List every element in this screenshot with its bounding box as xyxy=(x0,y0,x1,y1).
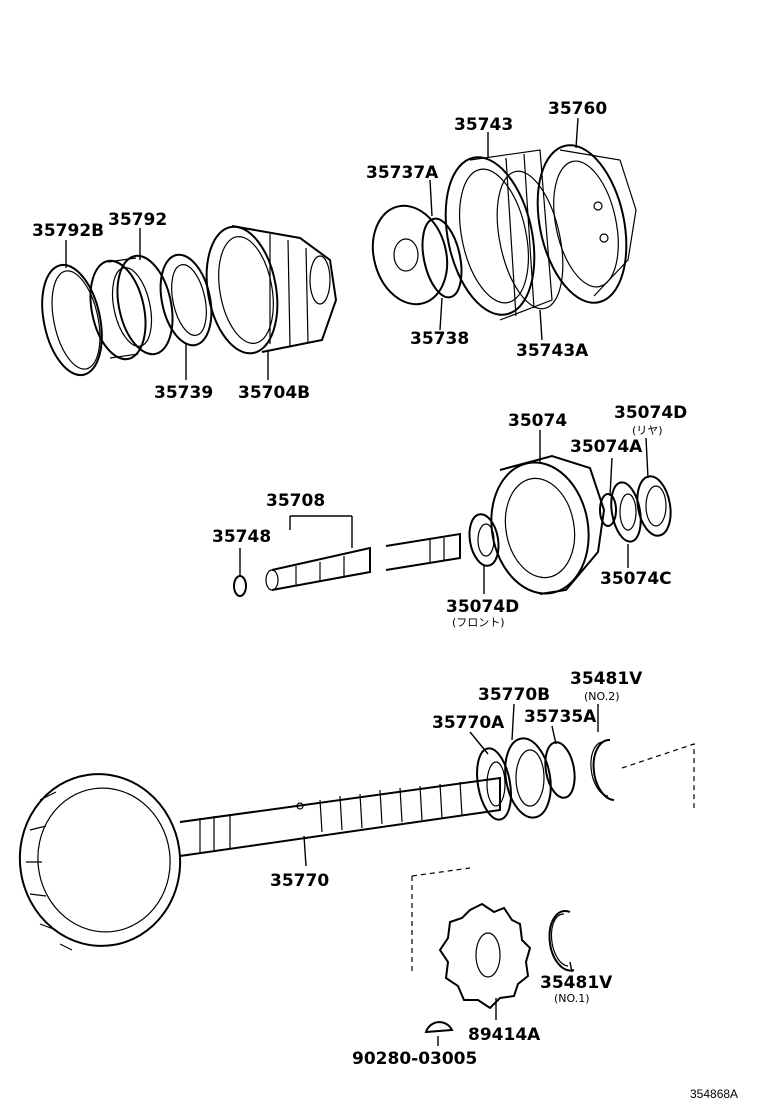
part-35074-drum xyxy=(490,454,606,595)
label-35481V-no2: 35481V xyxy=(570,669,643,689)
note-front: (フロント) xyxy=(452,616,505,629)
note-no2: (NO.2) xyxy=(584,690,620,703)
label-35704B: 35704B xyxy=(238,383,310,403)
part-90280-03005-key xyxy=(424,1021,454,1034)
part-35739-race xyxy=(159,253,213,347)
part-35792-bearing xyxy=(89,254,174,361)
label-35792: 35792 xyxy=(108,210,167,230)
illustration-reference-code: 354868A xyxy=(690,1087,738,1101)
part-35074D-rear-bearing xyxy=(636,475,672,537)
label-35739: 35739 xyxy=(154,383,213,403)
part-35770A-bearing xyxy=(476,747,512,821)
label-35074C: 35074C xyxy=(600,569,672,589)
label-35074D-front: 35074D xyxy=(446,597,519,617)
dashed-guide-lines xyxy=(411,743,695,972)
part-35770B-race xyxy=(504,737,552,819)
label-35737A: 35737A xyxy=(366,163,439,183)
part-35704B-gear-assembly xyxy=(205,225,338,355)
part-35481V-no2-snap-ring xyxy=(590,738,615,801)
label-35074A: 35074A xyxy=(570,437,643,457)
part-35770-shaft-drum xyxy=(18,773,501,951)
leader-lines xyxy=(65,117,649,1046)
part-35481V-no1-snap-ring xyxy=(548,909,575,972)
note-rear: (リヤ) xyxy=(632,424,663,437)
label-35770B: 35770B xyxy=(478,685,550,705)
label-35708: 35708 xyxy=(266,491,325,511)
part-35748-clip xyxy=(233,575,247,597)
part-35708-shaft xyxy=(265,532,461,591)
label-35738: 35738 xyxy=(410,329,469,349)
part-35738-bearing xyxy=(421,217,463,299)
part-35074D-front-bearing xyxy=(468,513,500,567)
label-35735A: 35735A xyxy=(524,707,597,727)
label-89414A: 89414A xyxy=(468,1025,541,1045)
part-35792B-ring xyxy=(41,263,103,377)
label-35760: 35760 xyxy=(548,99,607,119)
label-35743A: 35743A xyxy=(516,341,589,361)
part-35760-clutch-hub xyxy=(536,144,637,304)
label-35748: 35748 xyxy=(212,527,271,547)
part-35743A-ring xyxy=(496,170,564,310)
label-35481V-no1: 35481V xyxy=(540,973,613,993)
part-35074A-washer xyxy=(599,493,617,527)
label-35074D-rear: 35074D xyxy=(614,403,687,423)
part-35735A-washer xyxy=(544,741,576,799)
part-35737A-washer xyxy=(371,204,449,306)
label-90280-03005: 90280-03005 xyxy=(352,1049,477,1069)
label-35770A: 35770A xyxy=(432,713,505,733)
label-35792B: 35792B xyxy=(32,221,104,241)
label-35770: 35770 xyxy=(270,871,329,891)
label-35743: 35743 xyxy=(454,115,513,135)
part-35074C-race xyxy=(610,481,642,543)
part-35743-planetary xyxy=(444,149,553,321)
part-89414A-gear xyxy=(438,902,532,1010)
note-no1: (NO.1) xyxy=(554,992,590,1005)
label-35074: 35074 xyxy=(508,411,567,431)
